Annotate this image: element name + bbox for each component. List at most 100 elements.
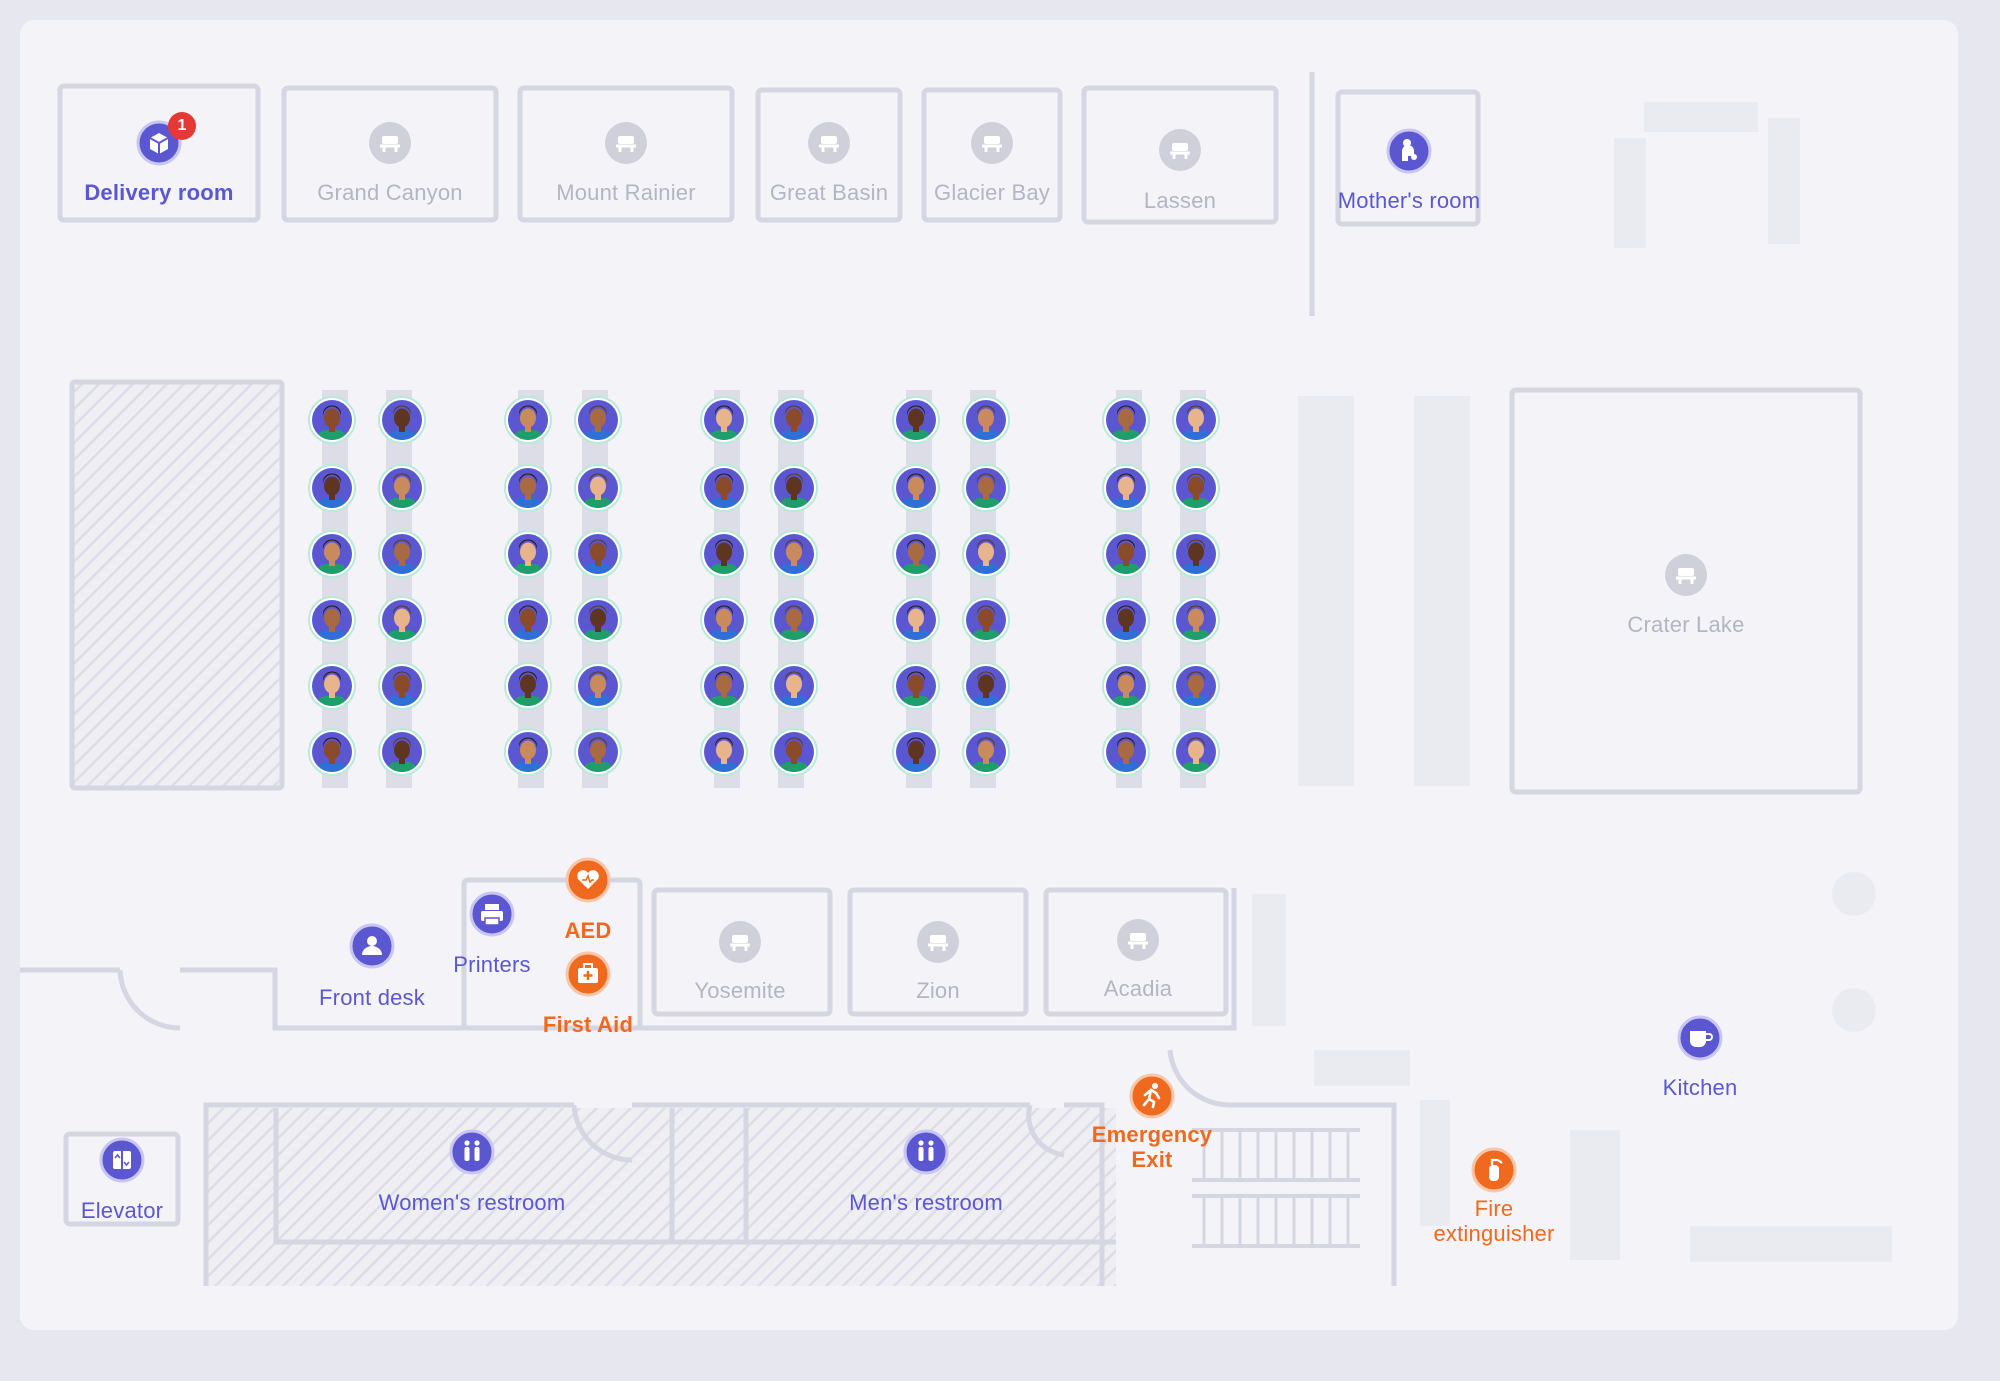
employee-avatar-icon[interactable] xyxy=(308,662,356,710)
employee-avatar-icon[interactable] xyxy=(962,596,1010,644)
aed-label[interactable]: AED xyxy=(564,918,612,943)
elevator-label[interactable]: Elevator xyxy=(80,1198,164,1223)
employee-avatar-icon[interactable] xyxy=(574,396,622,444)
employee-avatar-icon[interactable] xyxy=(574,464,622,512)
employee-avatar-icon[interactable] xyxy=(308,728,356,776)
employee-avatar-icon[interactable] xyxy=(962,728,1010,776)
elevator-icon[interactable] xyxy=(99,1137,145,1183)
employee-avatar-icon[interactable] xyxy=(504,530,552,578)
emergency-exit-label[interactable]: Emergency Exit xyxy=(1092,1122,1212,1172)
meeting-room-icon[interactable] xyxy=(1157,127,1203,173)
employee-avatar-icon[interactable] xyxy=(1102,530,1150,578)
womens-restroom-label[interactable]: Women's restroom xyxy=(378,1190,566,1215)
employee-avatar-icon[interactable] xyxy=(1102,396,1150,444)
meeting-room-icon[interactable] xyxy=(969,120,1015,166)
lassen-box[interactable] xyxy=(1081,85,1279,225)
mens-restroom-label[interactable]: Men's restroom xyxy=(849,1190,1003,1215)
employee-avatar-icon[interactable] xyxy=(308,464,356,512)
mothers-room-label[interactable]: Mother's room xyxy=(1337,188,1481,213)
employee-avatar-icon[interactable] xyxy=(1102,596,1150,644)
front-desk-label[interactable]: Front desk xyxy=(319,985,425,1010)
person-icon[interactable] xyxy=(349,923,395,969)
employee-avatar-icon[interactable] xyxy=(892,396,940,444)
printer-icon[interactable] xyxy=(469,891,515,937)
employee-avatar-icon[interactable] xyxy=(1172,596,1220,644)
employee-avatar-icon[interactable] xyxy=(962,530,1010,578)
employee-avatar-icon[interactable] xyxy=(770,662,818,710)
restroom-icon[interactable] xyxy=(449,1129,495,1175)
nursing-icon[interactable] xyxy=(1386,128,1432,174)
crater-lake-box[interactable] xyxy=(1509,387,1863,795)
zion-box[interactable] xyxy=(847,887,1029,1017)
meeting-room-icon[interactable] xyxy=(1663,552,1709,598)
employee-avatar-icon[interactable] xyxy=(770,464,818,512)
employee-avatar-icon[interactable] xyxy=(892,662,940,710)
employee-avatar-icon[interactable] xyxy=(1172,728,1220,776)
employee-avatar-icon[interactable] xyxy=(1102,464,1150,512)
employee-avatar-icon[interactable] xyxy=(378,728,426,776)
acadia-box[interactable] xyxy=(1043,887,1229,1017)
employee-avatar-icon[interactable] xyxy=(700,530,748,578)
employee-avatar-icon[interactable] xyxy=(504,596,552,644)
great-basin-box[interactable] xyxy=(755,87,903,223)
employee-avatar-icon[interactable] xyxy=(892,530,940,578)
employee-avatar-icon[interactable] xyxy=(1172,662,1220,710)
kitchen-label[interactable]: Kitchen xyxy=(1662,1075,1738,1100)
first-aid-label[interactable]: First Aid xyxy=(542,1012,634,1037)
employee-avatar-icon[interactable] xyxy=(574,662,622,710)
meeting-room-icon[interactable] xyxy=(603,120,649,166)
fire-extinguisher-label[interactable]: Fire extinguisher xyxy=(1433,1196,1554,1246)
restroom-icon[interactable] xyxy=(903,1129,949,1175)
employee-avatar-icon[interactable] xyxy=(700,464,748,512)
employee-avatar-icon[interactable] xyxy=(378,464,426,512)
employee-avatar-icon[interactable] xyxy=(504,662,552,710)
employee-avatar-icon[interactable] xyxy=(770,530,818,578)
printers-label[interactable]: Printers xyxy=(453,952,531,977)
employee-avatar-icon[interactable] xyxy=(378,662,426,710)
employee-avatar-icon[interactable] xyxy=(962,464,1010,512)
heart-defibrillator-icon[interactable] xyxy=(565,857,611,903)
delivery-room-label[interactable]: Delivery room xyxy=(84,180,234,205)
running-person-icon[interactable] xyxy=(1129,1073,1175,1119)
employee-avatar-icon[interactable] xyxy=(504,396,552,444)
employee-avatar-icon[interactable] xyxy=(574,530,622,578)
employee-avatar-icon[interactable] xyxy=(308,396,356,444)
employee-avatar-icon[interactable] xyxy=(700,596,748,644)
employee-avatar-icon[interactable] xyxy=(962,396,1010,444)
employee-avatar-icon[interactable] xyxy=(378,530,426,578)
employee-avatar-icon[interactable] xyxy=(1102,728,1150,776)
meeting-room-icon[interactable] xyxy=(1115,917,1161,963)
employee-avatar-icon[interactable] xyxy=(574,596,622,644)
employee-avatar-icon[interactable] xyxy=(1172,464,1220,512)
coffee-cup-icon[interactable] xyxy=(1677,1015,1723,1061)
employee-avatar-icon[interactable] xyxy=(770,728,818,776)
employee-avatar-icon[interactable] xyxy=(1102,662,1150,710)
employee-avatar-icon[interactable] xyxy=(378,396,426,444)
meeting-room-icon[interactable] xyxy=(367,120,413,166)
fire-extinguisher-icon[interactable] xyxy=(1471,1147,1517,1193)
employee-avatar-icon[interactable] xyxy=(378,596,426,644)
delivery-room-box[interactable] xyxy=(57,83,261,223)
employee-avatar-icon[interactable] xyxy=(892,728,940,776)
meeting-room-icon[interactable] xyxy=(806,120,852,166)
employee-avatar-icon[interactable] xyxy=(504,728,552,776)
employee-avatar-icon[interactable] xyxy=(892,464,940,512)
employee-avatar-icon[interactable] xyxy=(770,396,818,444)
yosemite-box[interactable] xyxy=(651,887,833,1017)
employee-avatar-icon[interactable] xyxy=(892,596,940,644)
employee-avatar-icon[interactable] xyxy=(308,530,356,578)
mothers-room-box[interactable] xyxy=(1335,89,1481,227)
first-aid-kit-icon[interactable] xyxy=(565,951,611,997)
employee-avatar-icon[interactable] xyxy=(574,728,622,776)
elevator-box[interactable] xyxy=(63,1131,181,1227)
employee-avatar-icon[interactable] xyxy=(962,662,1010,710)
employee-avatar-icon[interactable] xyxy=(770,596,818,644)
employee-avatar-icon[interactable] xyxy=(1172,530,1220,578)
employee-avatar-icon[interactable] xyxy=(504,464,552,512)
mount-rainier-box[interactable] xyxy=(517,85,735,223)
employee-avatar-icon[interactable] xyxy=(700,728,748,776)
employee-avatar-icon[interactable] xyxy=(700,662,748,710)
employee-avatar-icon[interactable] xyxy=(700,396,748,444)
glacier-bay-box[interactable] xyxy=(921,87,1063,223)
grand-canyon-box[interactable] xyxy=(281,85,499,223)
